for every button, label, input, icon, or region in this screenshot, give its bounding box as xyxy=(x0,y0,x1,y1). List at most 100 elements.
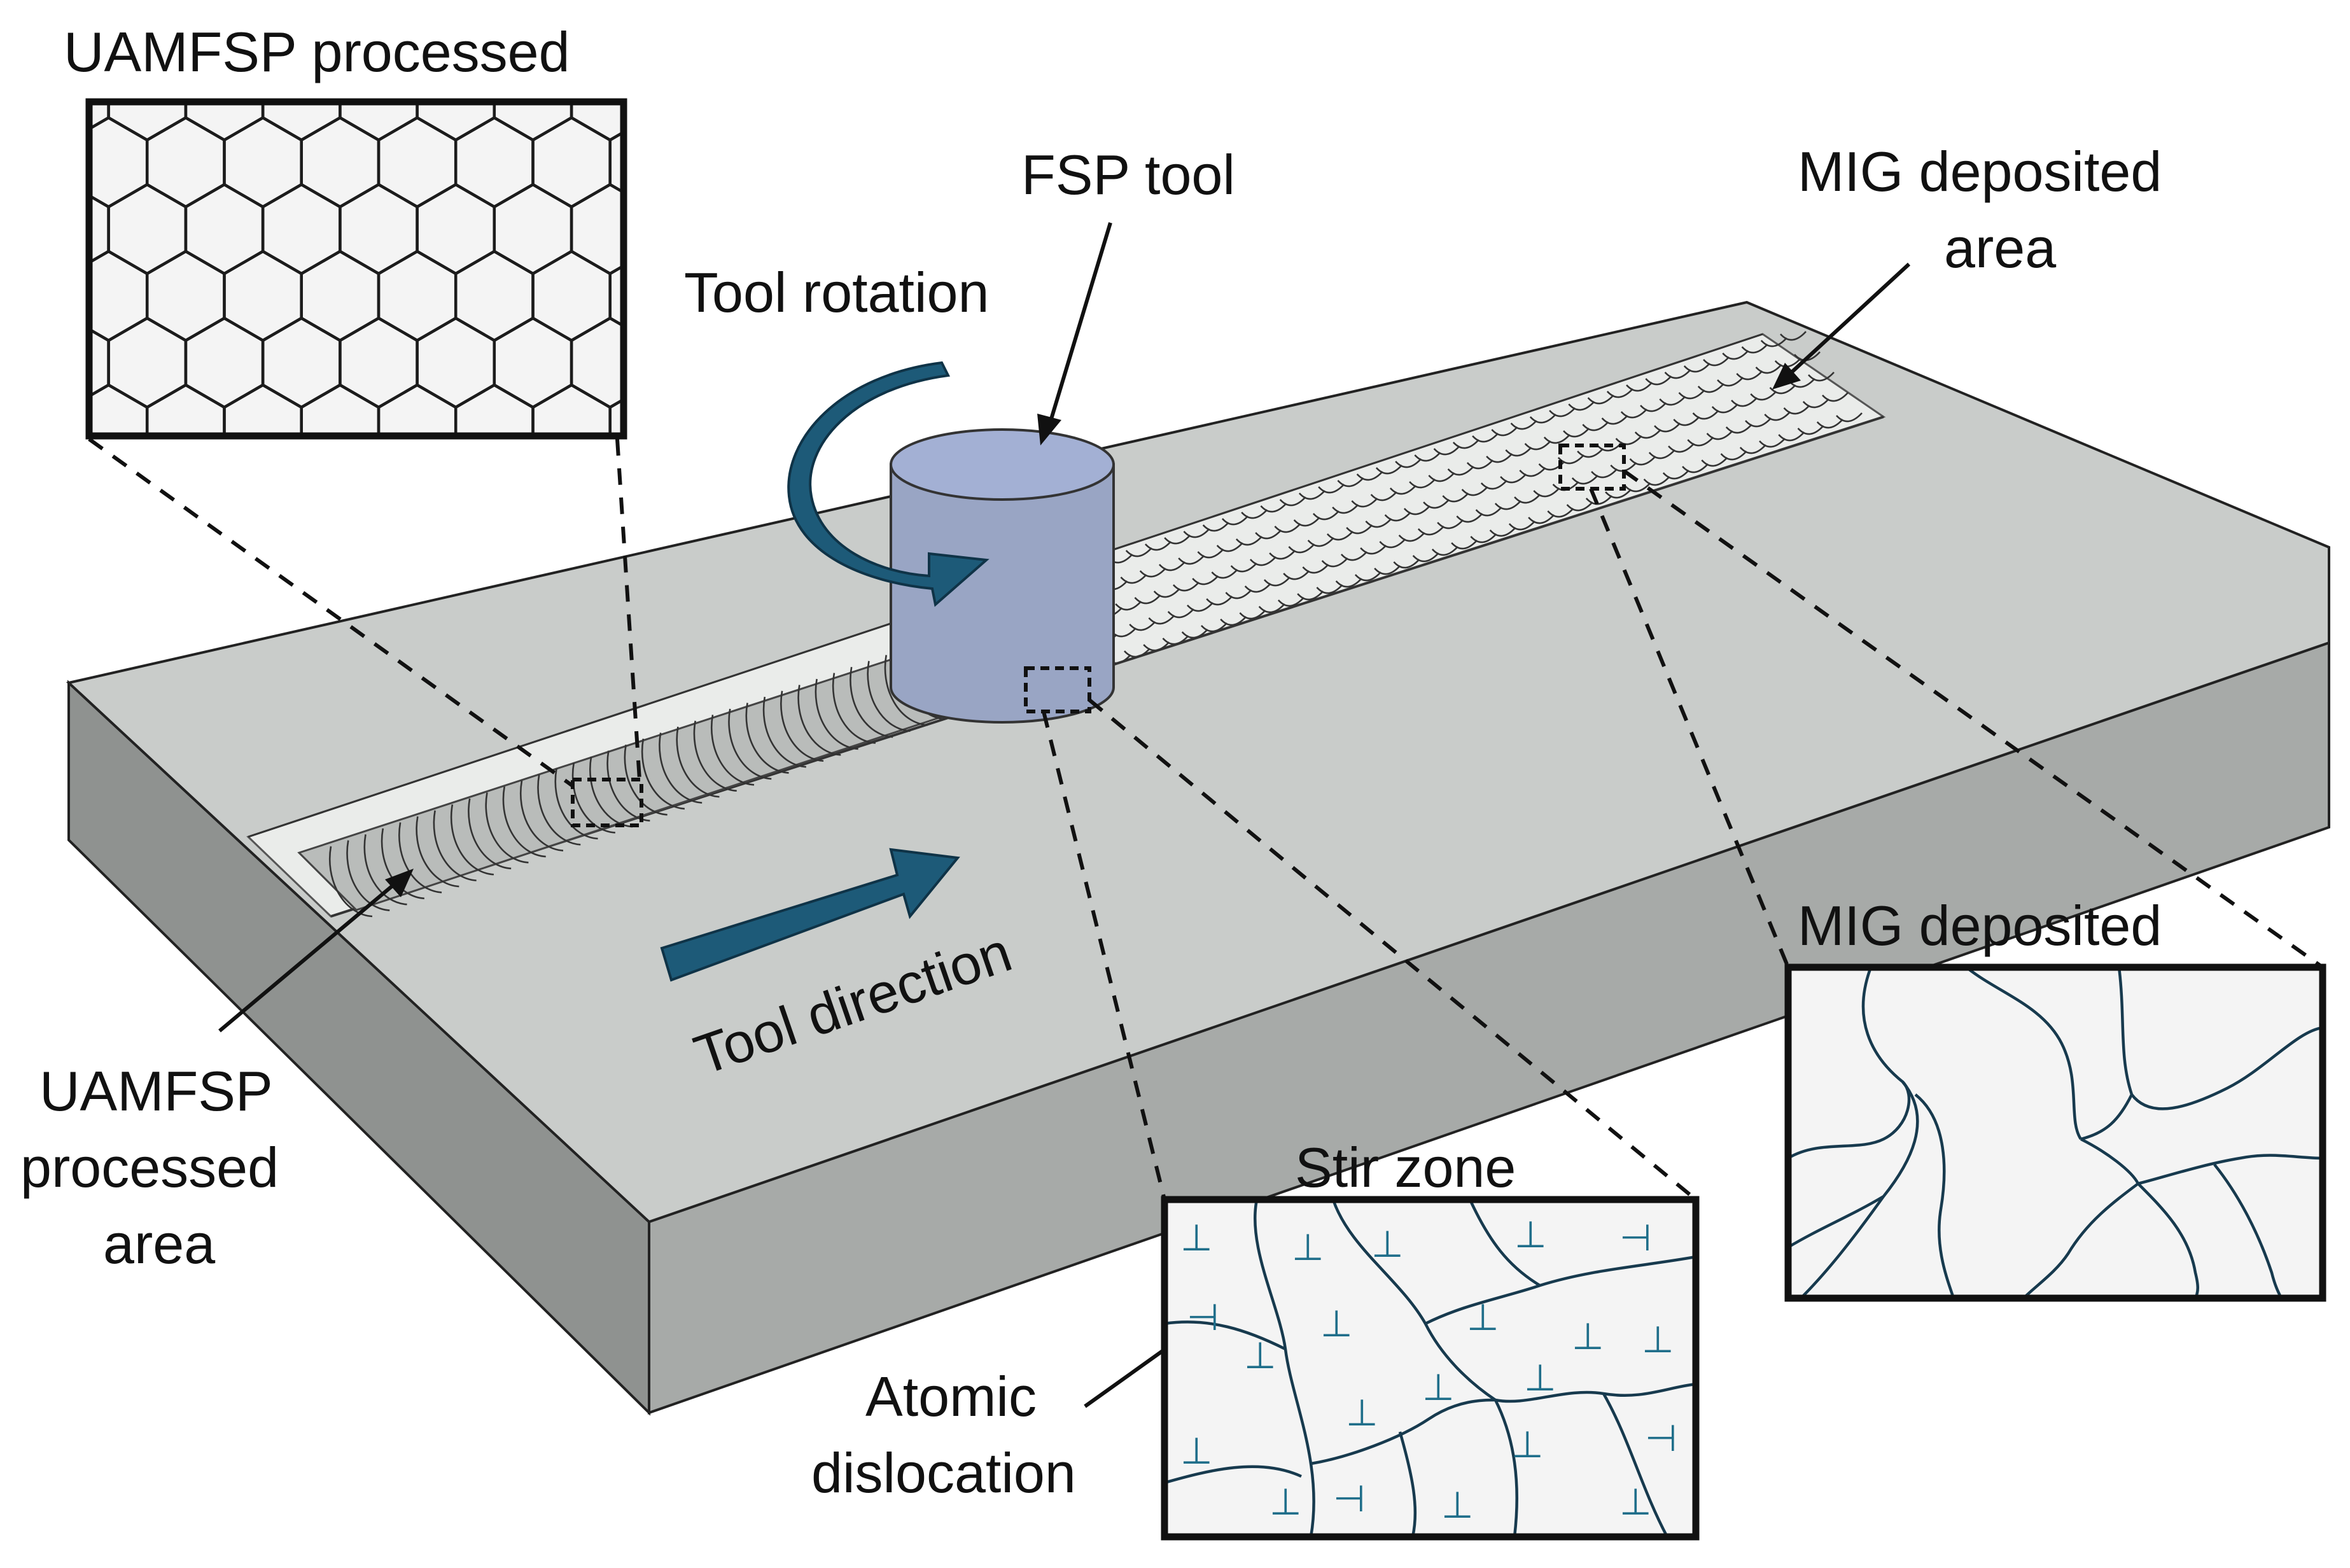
bead-ripple xyxy=(1687,437,1714,447)
grain-cell xyxy=(223,383,303,436)
bead-ripple xyxy=(1312,510,1339,521)
bead-ripple xyxy=(1221,515,1248,526)
stir-arc xyxy=(867,661,911,732)
bead-ripple xyxy=(1389,485,1416,495)
dislocation-icon: ⊥ xyxy=(1422,1366,1455,1409)
bead-ripple xyxy=(1722,350,1749,360)
stir-arc xyxy=(398,822,442,893)
bead-ripple xyxy=(1640,402,1667,412)
bead-ripple xyxy=(1706,430,1733,440)
bead-ripple xyxy=(1409,479,1436,489)
bead-ripple xyxy=(1398,532,1425,542)
bead-ripple xyxy=(1629,456,1656,466)
bead-ripple xyxy=(1466,459,1493,470)
bead-ripple xyxy=(1529,414,1556,424)
stir-arc xyxy=(762,696,806,768)
bead-ripple xyxy=(1673,416,1700,426)
bead-ripple xyxy=(1668,443,1695,453)
stir-arc xyxy=(468,798,512,870)
bead-ripple xyxy=(1582,421,1609,431)
stir-arc xyxy=(710,715,755,786)
bead-ripple xyxy=(1365,518,1392,528)
grain-cell xyxy=(0,385,70,474)
base-plate xyxy=(66,300,2330,1416)
bead-ripple xyxy=(1332,504,1359,514)
bead-ripple xyxy=(1263,577,1290,587)
bead-ripple xyxy=(1139,568,1166,578)
bead-ripple xyxy=(1374,565,1401,575)
inset-mig-deposited xyxy=(1784,963,2326,1302)
dislocation-icon: ⊥ xyxy=(1346,1391,1378,1434)
bead-ripple xyxy=(1587,395,1614,405)
bead-ripple xyxy=(1797,425,1824,435)
bead-ripple xyxy=(1741,344,1768,354)
bead-ripple xyxy=(1620,409,1647,419)
bead-ripple xyxy=(1725,424,1752,434)
label-stir-zone: Stir zone xyxy=(1295,1136,1516,1199)
bead-ripple xyxy=(1335,578,1362,588)
dislocation-icon: ⊥ xyxy=(1619,1480,1652,1523)
bead-ripple xyxy=(1260,503,1287,513)
bead-ripple xyxy=(1437,519,1464,529)
bead-ripple xyxy=(1302,564,1329,574)
stir-arc xyxy=(815,678,858,750)
stir-arc xyxy=(850,666,893,738)
bead-ripple xyxy=(1192,575,1219,585)
bead-ripple xyxy=(1648,449,1675,459)
bead-ripple xyxy=(1356,471,1383,481)
bead-ripple xyxy=(1720,451,1747,461)
stir-arc xyxy=(797,685,841,756)
stir-arc xyxy=(884,655,928,726)
bead-ripple xyxy=(1447,466,1474,476)
bead-ripple xyxy=(1568,401,1595,411)
bead-ripple xyxy=(1701,457,1728,467)
bead-ripple xyxy=(1643,476,1670,486)
bead-ripple xyxy=(1183,528,1210,538)
grain-cell xyxy=(0,185,31,274)
bead-ripple xyxy=(1403,505,1430,515)
bead-ripple xyxy=(1414,452,1441,462)
bead-ripple xyxy=(1678,389,1705,400)
grain-cell xyxy=(0,0,70,73)
bead-ripple xyxy=(1461,486,1488,496)
bead-ripple xyxy=(1225,589,1252,599)
stir-arc xyxy=(624,745,668,816)
label-dislocation: dislocation xyxy=(811,1441,1076,1504)
bead-ripple xyxy=(1144,541,1172,551)
bead-ripple xyxy=(1172,582,1199,592)
bead-ripple xyxy=(1216,542,1243,552)
bead-ripple xyxy=(1606,388,1633,398)
bead-ripple xyxy=(1452,439,1479,449)
bead-ripple xyxy=(1736,370,1763,381)
bead-ripple xyxy=(1510,420,1537,430)
bead-ripple xyxy=(1601,415,1628,425)
grain-cell xyxy=(610,0,687,73)
tool-cylinder-body xyxy=(890,463,1115,724)
bead-ripple xyxy=(1683,363,1710,373)
bead-ripple xyxy=(1524,440,1551,451)
bead-ripple xyxy=(1346,524,1373,535)
bead-ripple xyxy=(1370,491,1397,501)
grain-cell xyxy=(377,383,458,436)
bead-ripple xyxy=(1379,538,1406,549)
bead-ripple xyxy=(1486,453,1513,463)
hexagonal-grains xyxy=(0,0,687,474)
bead-ripple xyxy=(1255,529,1282,540)
bead-ripple xyxy=(1659,396,1686,406)
direction-arrow-shape xyxy=(660,848,960,982)
bead-ripple xyxy=(1326,531,1353,541)
dislocation-icon: ⊥ xyxy=(1180,1429,1213,1473)
bead-ripple xyxy=(1508,521,1535,531)
uamfsp-sample-marker xyxy=(571,778,643,827)
dislocation-icon: ⊥ xyxy=(1371,1222,1404,1266)
bead-ripple xyxy=(1739,444,1766,454)
bead-ripple xyxy=(1153,588,1180,598)
grain-cell xyxy=(0,251,70,340)
bead-ripple xyxy=(1755,364,1782,374)
bead-ripple xyxy=(1433,445,1460,456)
dislocation-icon: ⊥ xyxy=(1269,1480,1302,1523)
label-mig-deposited-area-1: MIG deposited xyxy=(1798,140,2162,203)
bead-ripple xyxy=(1505,447,1532,457)
bead-ripple xyxy=(1423,499,1450,509)
bead-ripple xyxy=(1274,523,1301,533)
